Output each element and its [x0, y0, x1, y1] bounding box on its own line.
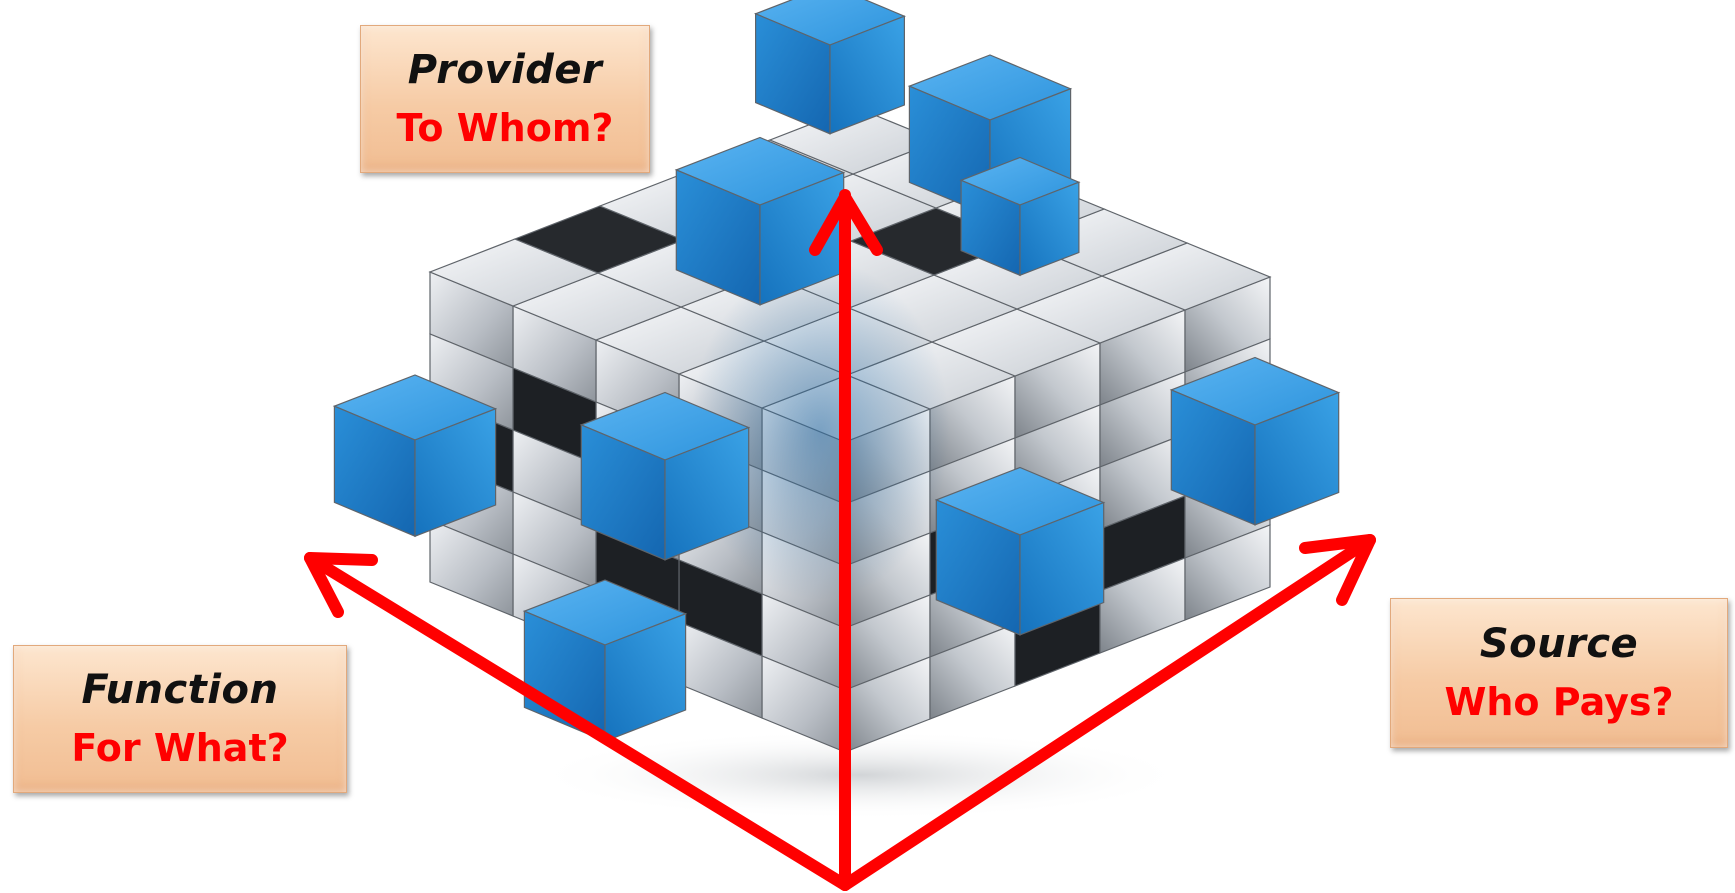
- arrow-right-shaft: [839, 534, 1376, 891]
- blue-cube-right: [1019, 181, 1080, 277]
- source-label: Source Who Pays?: [1390, 598, 1728, 748]
- blue-cube-right: [414, 407, 497, 538]
- cube-cell-left: [429, 519, 514, 617]
- blue-cube: [674, 136, 846, 306]
- blue-cube: [579, 391, 751, 561]
- function-title: Function: [81, 667, 279, 713]
- blue-cube: [959, 156, 1081, 277]
- blue-cube-right: [829, 15, 906, 135]
- blue-cube-right: [1019, 501, 1105, 636]
- source-title: Source: [1479, 621, 1639, 667]
- blue-cube-right: [1254, 391, 1340, 526]
- blue-cube-right: [664, 426, 750, 561]
- arrow-up-head: [809, 191, 883, 256]
- function-label: Function For What?: [13, 645, 347, 793]
- source-question: Who Pays?: [1444, 680, 1674, 724]
- function-question: For What?: [71, 726, 289, 770]
- provider-label: Provider To Whom?: [360, 25, 650, 173]
- arrow-right-head: [1299, 534, 1376, 606]
- blue-cube: [522, 579, 688, 743]
- arrow-left-shaft: [304, 552, 851, 891]
- provider-question: To Whom?: [396, 106, 614, 150]
- blue-cube: [753, 0, 907, 135]
- arrow-left-head: [304, 552, 378, 618]
- blue-cube: [1169, 356, 1341, 526]
- provider-title: Provider: [407, 47, 603, 93]
- axis-arrows: [304, 189, 1376, 891]
- blue-cube: [332, 374, 498, 538]
- blue-cubes: [332, 0, 1341, 743]
- cube-cell-right: [1184, 524, 1271, 621]
- blue-cube-right: [604, 612, 687, 743]
- blue-cube: [934, 466, 1106, 636]
- cube-reflection: [690, 260, 950, 600]
